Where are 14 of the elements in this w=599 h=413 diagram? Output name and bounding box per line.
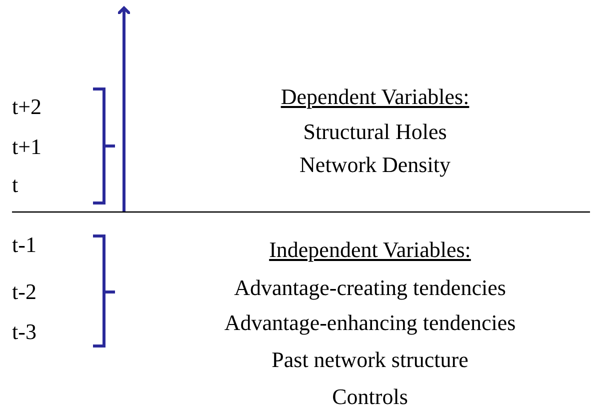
heading: Dependent Variables: (280, 84, 470, 110)
variable-label: Structural Holes (303, 119, 447, 145)
variable-label: Past network structure (272, 347, 468, 373)
time-label: t+2 (12, 94, 42, 120)
time-label: t-3 (12, 319, 36, 345)
time-label: t+1 (12, 134, 42, 160)
variable-label: Controls (332, 384, 408, 410)
heading: Independent Variables: (269, 237, 471, 263)
variable-label: Network Density (300, 152, 450, 178)
variable-label: Advantage-creating tendencies (234, 275, 506, 301)
time-label: t (12, 172, 18, 198)
time-label: t-1 (12, 232, 36, 258)
variable-label: Advantage-enhancing tendencies (224, 310, 516, 336)
time-label: t-2 (12, 279, 36, 305)
